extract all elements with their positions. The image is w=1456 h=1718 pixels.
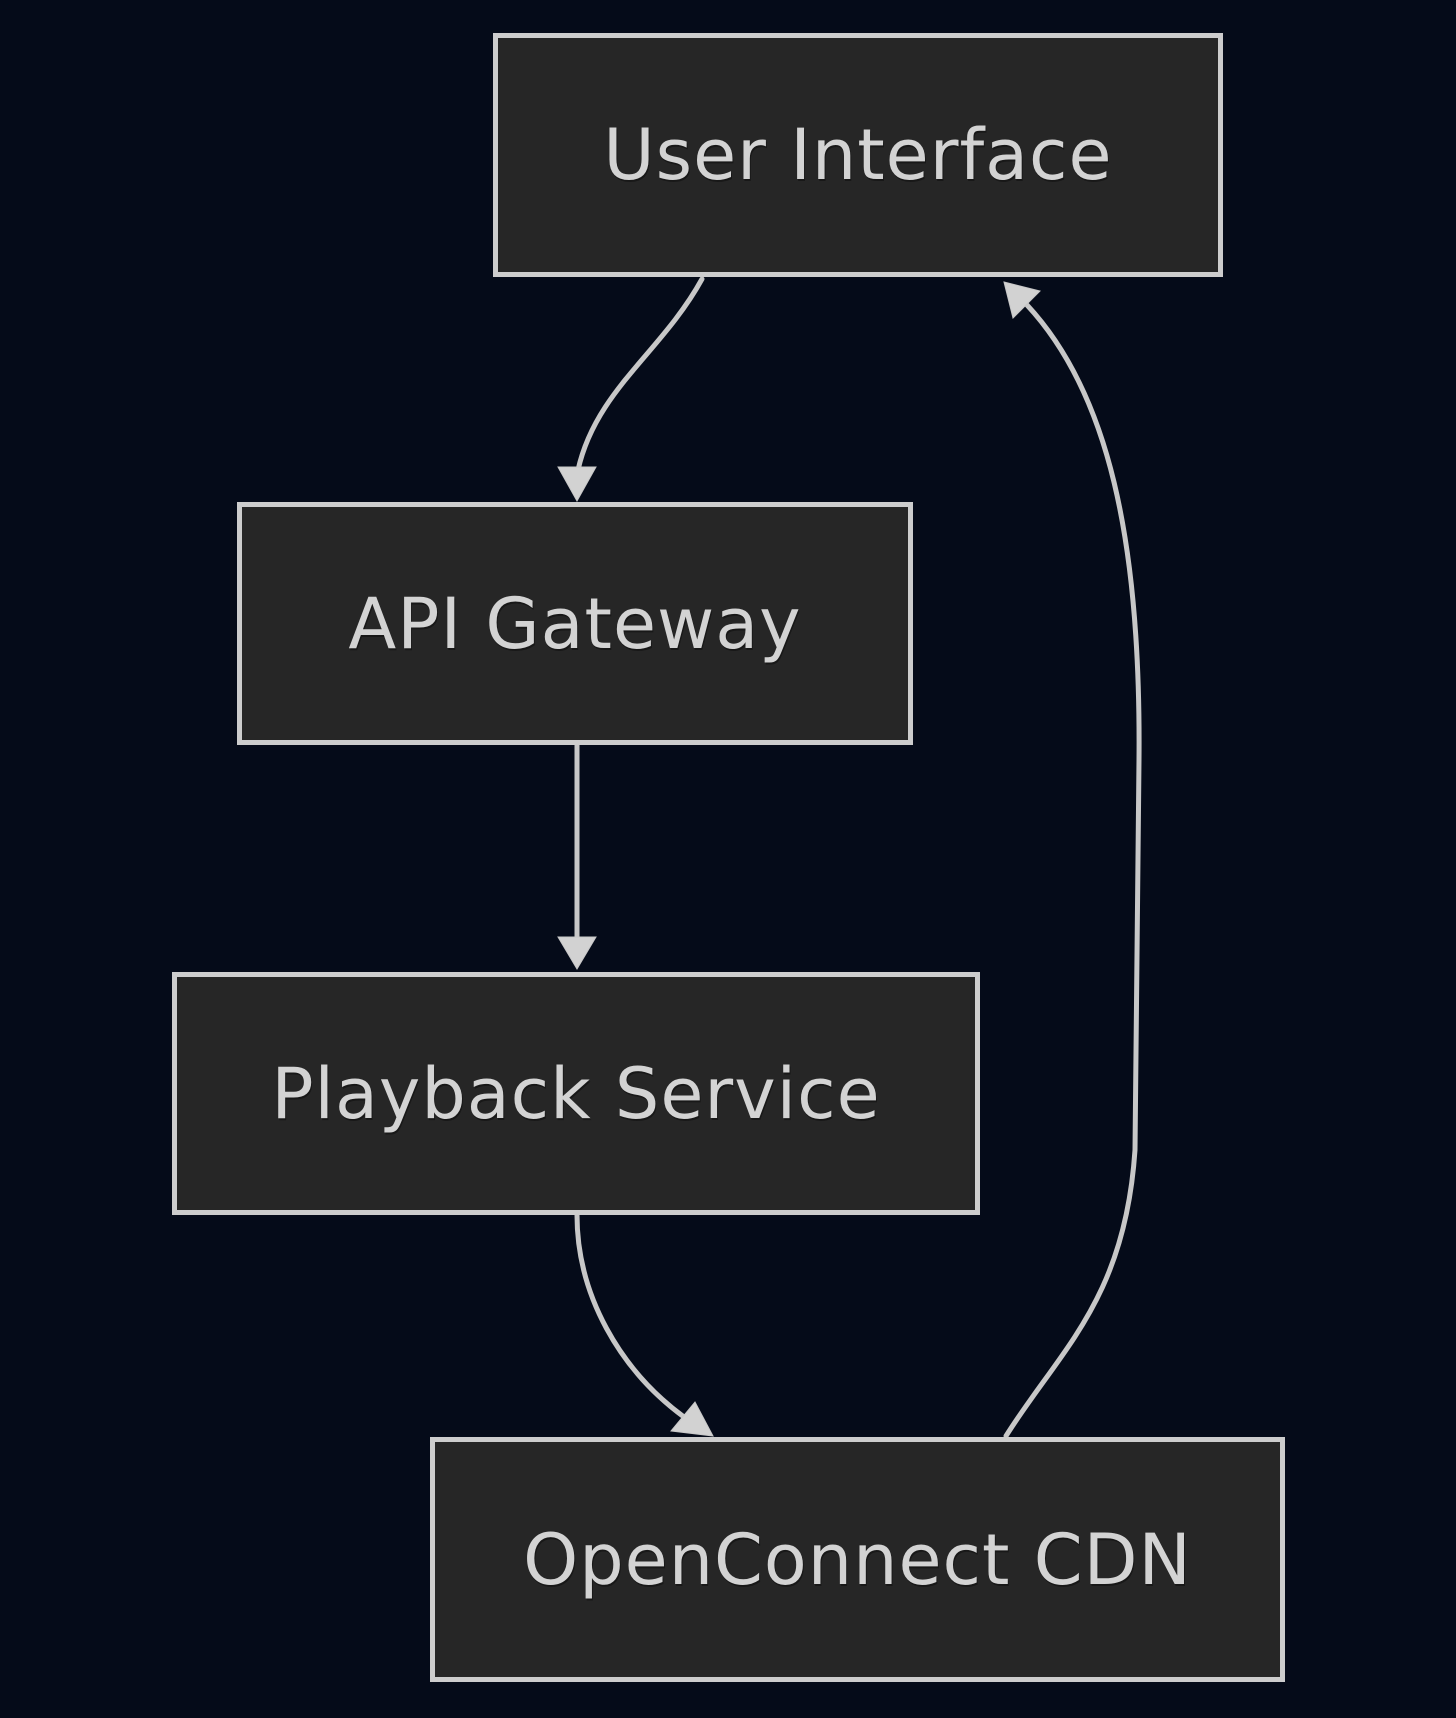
edge-line [575, 276, 705, 473]
edge-line [574, 1212, 687, 1420]
node-label: API Gateway [348, 582, 802, 665]
edge-user-interface-to-api-gateway [557, 276, 705, 503]
arrow-down-icon [557, 466, 597, 503]
node-label: OpenConnect CDN [523, 1518, 1192, 1601]
node-user-interface: User Interface [493, 33, 1223, 277]
edge-playback-service-to-openconnect-cdn [574, 1212, 714, 1437]
edge-openconnect-cdn-to-user-interface [1003, 281, 1142, 1439]
arrow-down-icon [557, 936, 597, 970]
node-label: Playback Service [271, 1052, 881, 1135]
node-playback-service: Playback Service [172, 972, 980, 1215]
node-api-gateway: API Gateway [237, 502, 913, 745]
node-openconnect-cdn: OpenConnect CDN [430, 1437, 1285, 1682]
arrow-down-right-icon [670, 1401, 714, 1437]
edge-line [1003, 302, 1142, 1439]
node-label: User Interface [603, 114, 1113, 196]
edge-api-gateway-to-playback-service [557, 742, 597, 970]
arrow-up-left-icon [1003, 281, 1041, 319]
